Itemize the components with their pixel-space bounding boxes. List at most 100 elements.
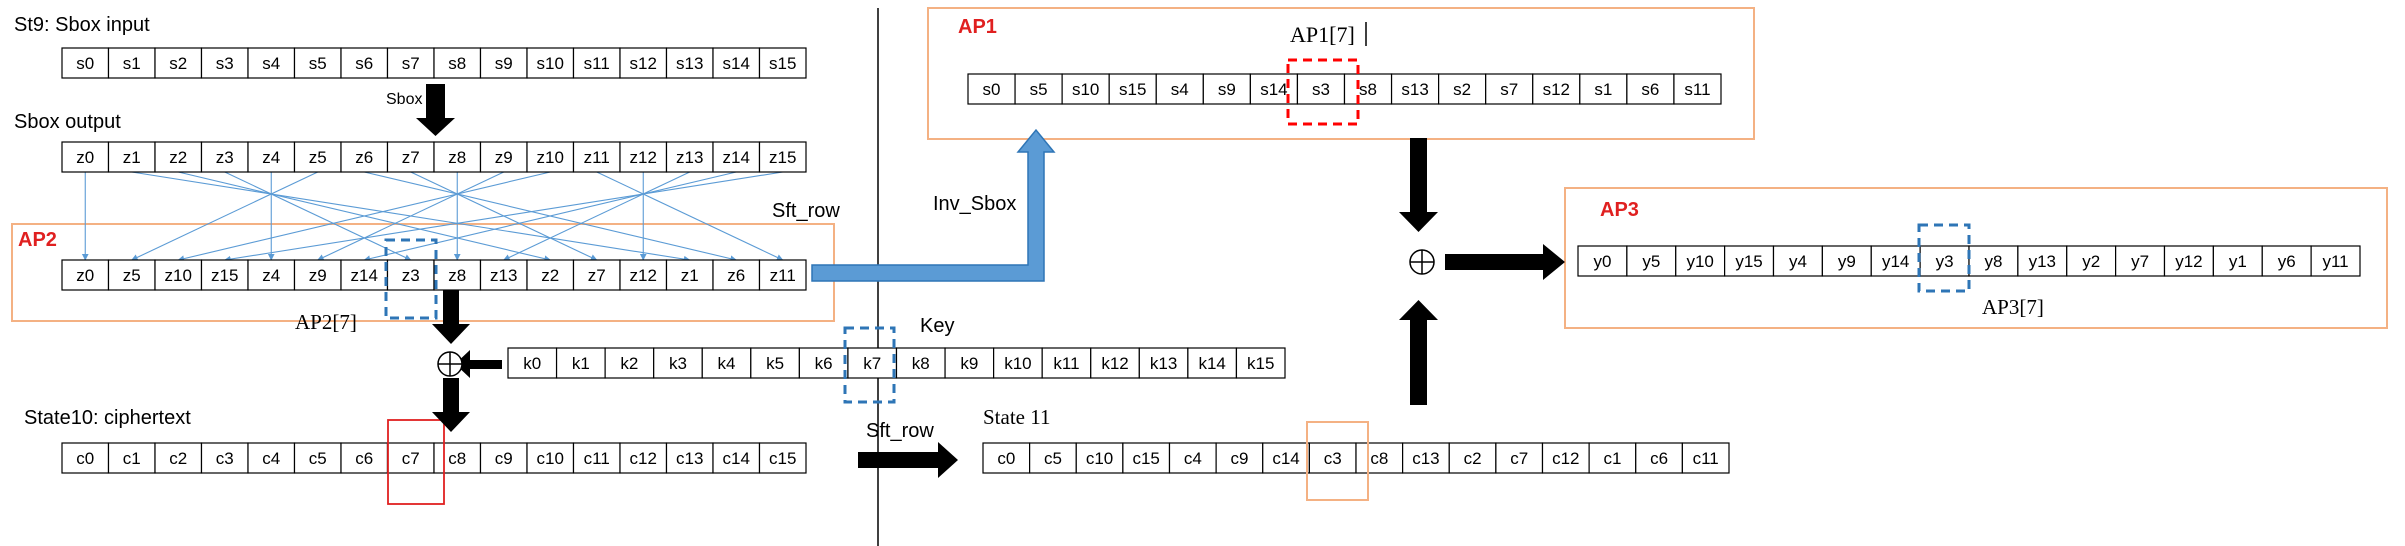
cell-box <box>1626 245 1677 277</box>
cell-box <box>967 73 1016 105</box>
ap3-7-label: AP3[7] <box>1982 295 2044 319</box>
cell: s8 <box>1343 73 1393 105</box>
permutation-line <box>177 171 551 262</box>
cell-label: k12 <box>1101 354 1128 373</box>
cell-label: z11 <box>770 266 796 285</box>
cell: y12 <box>2163 245 2214 277</box>
cell: c3 <box>1308 442 1357 474</box>
cell: s13 <box>665 47 714 79</box>
cell-label: c15 <box>1132 449 1159 468</box>
cell: s5 <box>1014 73 1063 105</box>
cell-label: k3 <box>669 354 687 373</box>
cell: y5 <box>1626 245 1677 277</box>
cell-label: k14 <box>1198 354 1225 373</box>
cell: z6 <box>712 259 761 291</box>
cell-box <box>340 141 389 173</box>
cell-label: s9 <box>495 54 513 73</box>
cell-box <box>61 141 110 173</box>
cell: k8 <box>895 347 946 379</box>
cell-box <box>701 347 752 379</box>
cell-label: z3 <box>402 266 420 285</box>
state11-label: State 11 <box>983 405 1050 429</box>
cell-label: z5 <box>309 148 327 167</box>
cell-label: z8 <box>448 266 466 285</box>
cell: z0 <box>61 141 110 173</box>
cell-label: z4 <box>262 148 280 167</box>
cell-label: s11 <box>1684 80 1710 99</box>
cell-label: c14 <box>723 449 750 468</box>
xor-to-c-arrow <box>432 378 470 432</box>
cell-box <box>1390 73 1440 105</box>
cell-label: c10 <box>537 449 564 468</box>
cell-label: c4 <box>1184 449 1202 468</box>
cell-box <box>61 47 110 79</box>
cell: c13 <box>665 442 714 474</box>
cell: s0 <box>967 73 1016 105</box>
cell: c6 <box>1635 442 1683 474</box>
permutation-line <box>363 171 737 262</box>
cell: z8 <box>433 259 482 291</box>
cell-label: y2 <box>2082 252 2100 271</box>
cell-label: s9 <box>1218 80 1236 99</box>
cell: s2 <box>154 47 203 79</box>
cell: c12 <box>619 442 668 474</box>
cell-label: z2 <box>169 148 187 167</box>
cell-label: s14 <box>1260 80 1287 99</box>
cell: y0 <box>1577 245 1628 277</box>
cell-label: z10 <box>537 148 564 167</box>
cell-label: s12 <box>1543 80 1570 99</box>
ap1-down-arrow <box>1399 138 1438 232</box>
inv-sbox-label: Inv_Sbox <box>933 193 1016 215</box>
cell-label: z15 <box>211 266 238 285</box>
cell: c7 <box>1495 442 1544 474</box>
cell: k14 <box>1187 347 1238 379</box>
cell-label: s5 <box>1030 80 1048 99</box>
cell: s4 <box>247 47 296 79</box>
cell: z12 <box>619 259 668 291</box>
cell-label: c12 <box>1552 449 1579 468</box>
cell-box <box>479 442 528 474</box>
cell: y7 <box>2115 245 2166 277</box>
cell-box <box>712 442 761 474</box>
cell-label: y5 <box>1642 252 1660 271</box>
cell: k4 <box>701 347 752 379</box>
permutation-line <box>317 171 504 261</box>
cell: k5 <box>750 347 800 379</box>
cell-label: z0 <box>76 266 94 285</box>
cell: z8 <box>433 141 482 173</box>
cell-box <box>1541 442 1590 474</box>
cell-label: k6 <box>815 354 833 373</box>
cell: z9 <box>479 141 528 173</box>
cell-box <box>526 47 575 79</box>
cell-box <box>107 442 156 474</box>
cell: z7 <box>572 259 621 291</box>
cell-label: z0 <box>76 148 94 167</box>
cell-label: c4 <box>262 449 280 468</box>
cell-label: s3 <box>216 54 234 73</box>
cell: z11 <box>758 259 807 291</box>
cell-label: s3 <box>1312 80 1330 99</box>
cell: z14 <box>340 259 389 291</box>
cell: k3 <box>653 347 703 379</box>
cell-label: z6 <box>727 266 745 285</box>
cell-label: s7 <box>402 54 420 73</box>
cell-label: z6 <box>355 148 373 167</box>
cell: c1 <box>1588 442 1637 474</box>
cell: z4 <box>247 141 296 173</box>
cell-label: c0 <box>76 449 94 468</box>
cell-box <box>1187 347 1238 379</box>
cell-box <box>1202 73 1251 105</box>
cell-label: z10 <box>165 266 192 285</box>
cell-box <box>1772 245 1823 277</box>
cell-box <box>293 47 342 79</box>
cell-box <box>653 347 703 379</box>
cell-label: s12 <box>630 54 657 73</box>
cell-label: s0 <box>983 80 1001 99</box>
xor-symbol-key <box>437 351 463 377</box>
state11-up-arrow <box>1399 300 1438 405</box>
cell-box <box>1579 73 1628 105</box>
cell-box <box>1588 442 1637 474</box>
ap1-frame <box>927 7 1755 140</box>
cell-box <box>2310 245 2361 277</box>
